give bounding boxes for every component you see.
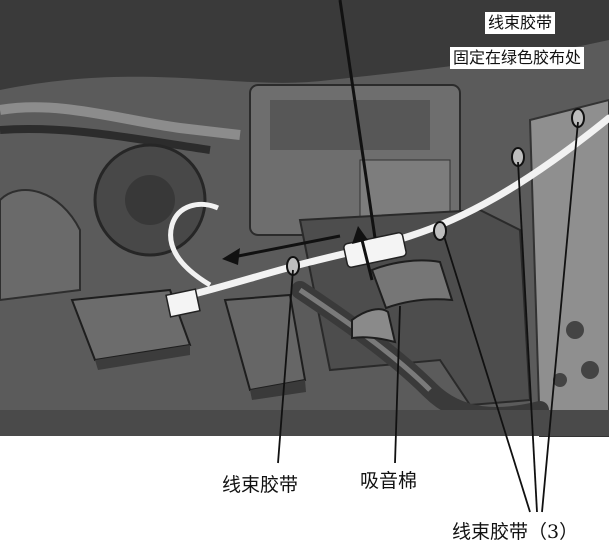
leader-lines [277,121,579,513]
label-top-harness-band: 线束胶带 [485,12,556,34]
label-fix-at-green-tape: 固定在绿色胶布处 [450,47,585,69]
label-right-harness-band: 线束胶带（3） [452,521,579,543]
label-sound-absorbing-foam: 吸音棉 [360,470,418,492]
engine-bay-photo [0,0,609,437]
label-left-harness-band: 线束胶带 [222,474,299,496]
